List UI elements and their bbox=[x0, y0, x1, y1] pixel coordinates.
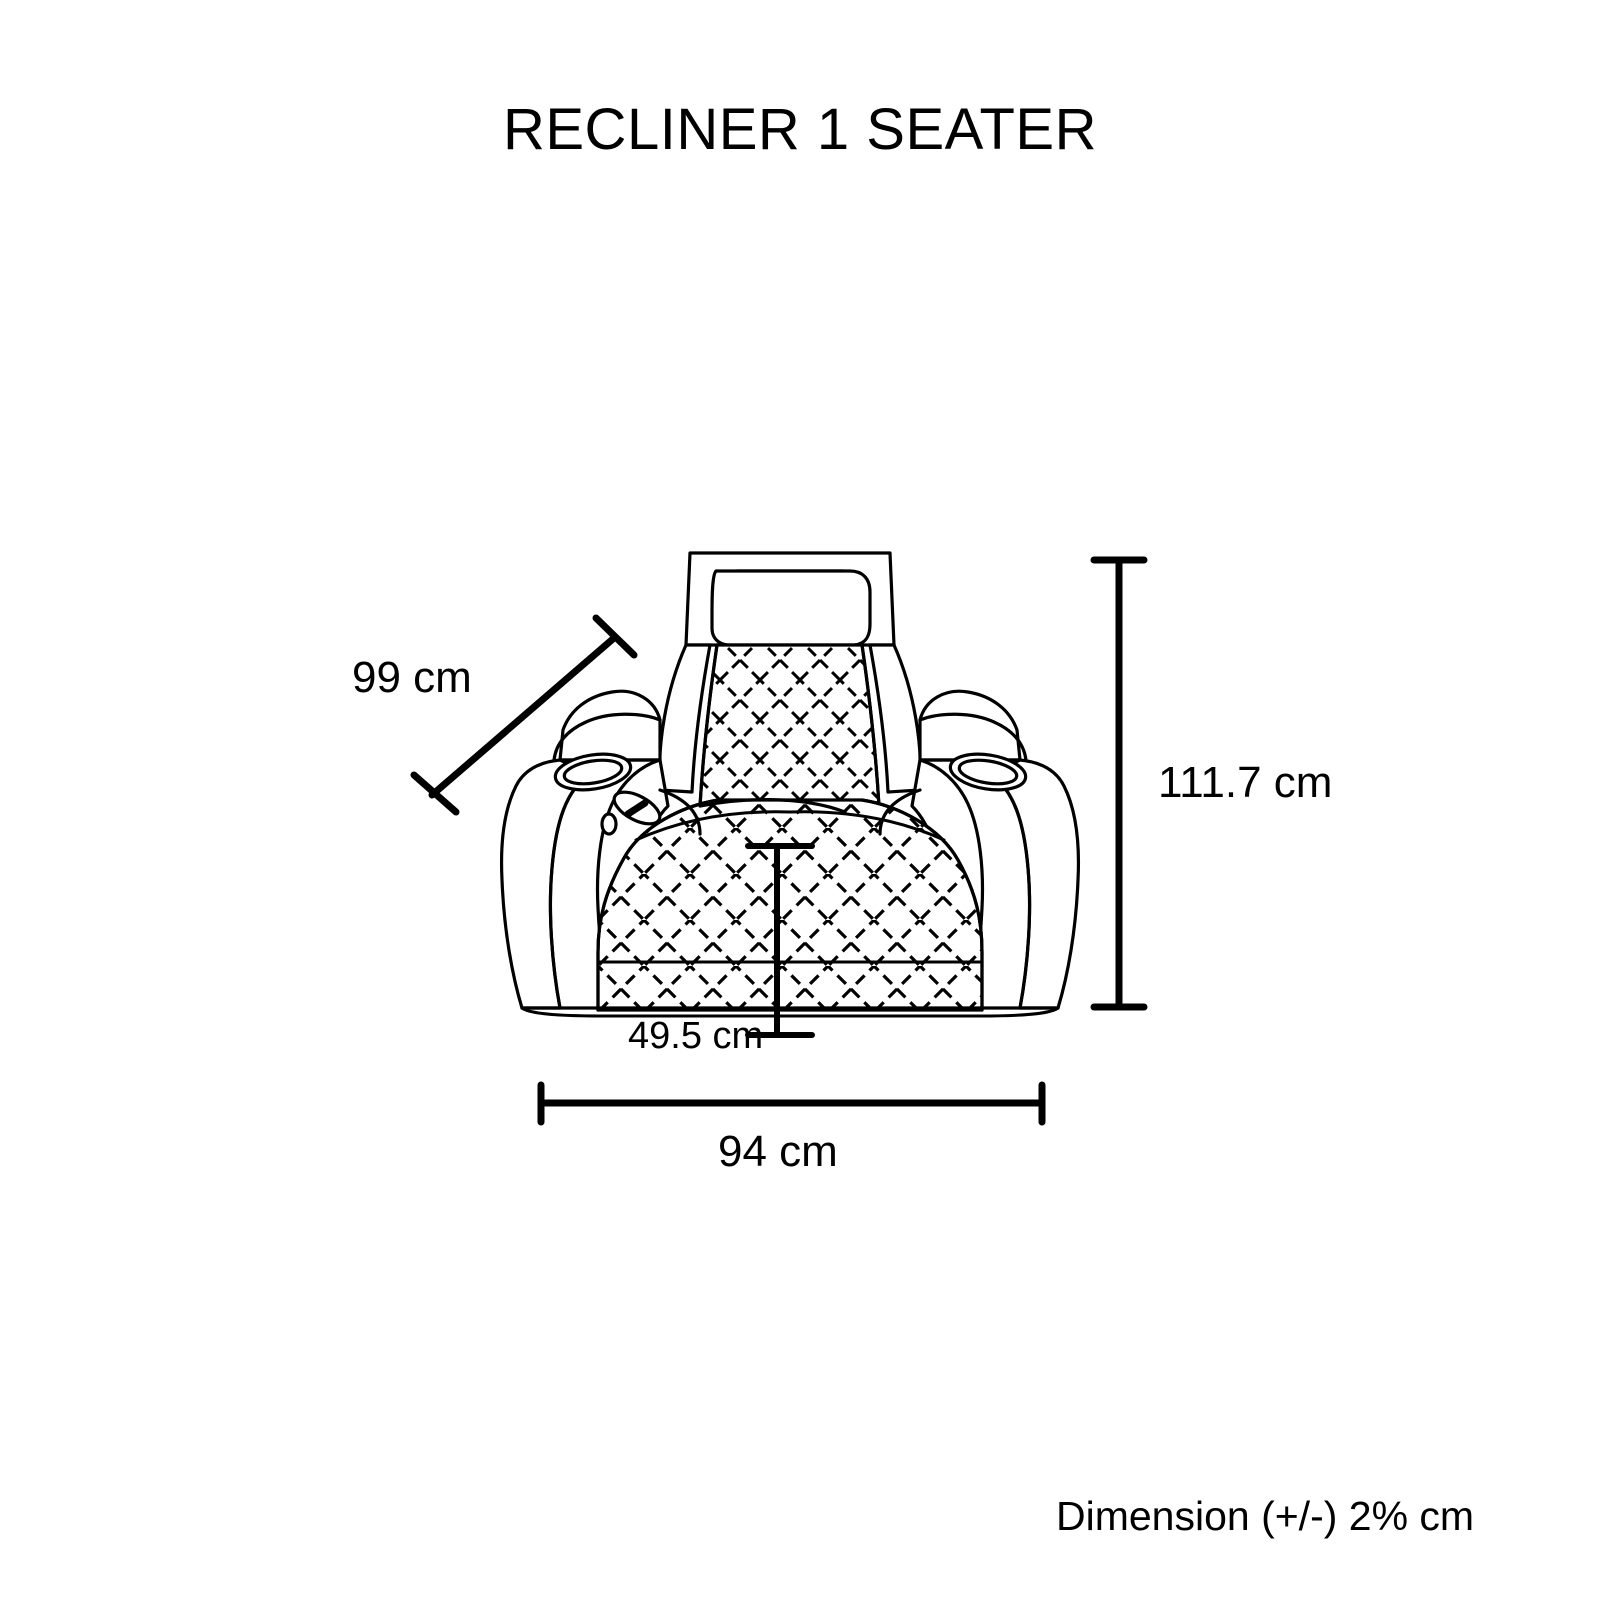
dimension-line-height bbox=[1090, 556, 1148, 1011]
page-title: RECLINER 1 SEATER bbox=[502, 97, 1098, 162]
right-armrest bbox=[918, 689, 1028, 762]
dimension-line-width bbox=[537, 1081, 1046, 1126]
dimension-label-width: 94 cm bbox=[718, 1127, 838, 1176]
dimension-label-seat-height: 49.5 cm bbox=[628, 1015, 764, 1057]
quilted-seat-cushion bbox=[596, 798, 984, 1012]
chair-body-right bbox=[948, 752, 1080, 1010]
left-armrest bbox=[552, 689, 662, 762]
chair-body-left bbox=[500, 752, 633, 1010]
tolerance-footnote: Dimension (+/-) 2% cm bbox=[1056, 1493, 1475, 1539]
dimension-line-seat-height bbox=[745, 843, 815, 1038]
dimension-label-height: 111.7 cm bbox=[1158, 758, 1333, 807]
quilted-backrest bbox=[657, 643, 923, 817]
headrest bbox=[684, 551, 896, 647]
dimension-line-depth bbox=[410, 614, 638, 816]
dimension-label-depth: 99 cm bbox=[352, 653, 472, 702]
left-cup-holder bbox=[553, 752, 633, 792]
right-cup-holder bbox=[948, 752, 1028, 792]
armrest-control-panel[interactable] bbox=[600, 786, 665, 836]
chair-base bbox=[520, 1006, 1060, 1018]
